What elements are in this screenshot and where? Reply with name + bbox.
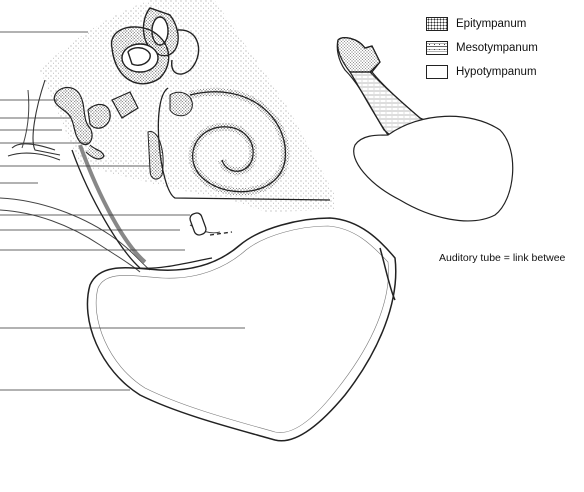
mesotympanum-swatch	[426, 41, 448, 55]
hypotympanum-swatch	[426, 65, 448, 79]
leader-lines	[0, 31, 245, 391]
legend: Epitympanum Mesotympanum Hypotympanum	[426, 12, 538, 84]
vestibule	[147, 91, 193, 180]
legend-label: Hypotympanum	[456, 66, 537, 78]
legend-item-epitympanum: Epitympanum	[426, 12, 538, 36]
auditory-tube-note: Auditory tube = link betwee	[439, 252, 566, 264]
legend-item-hypotympanum: Hypotympanum	[426, 60, 538, 84]
large-chamber	[86, 217, 397, 442]
ossicles	[53, 86, 139, 160]
legend-label: Epitympanum	[456, 18, 527, 30]
epitympanum-swatch	[426, 17, 448, 31]
tympanic-membrane	[7, 79, 61, 161]
legend-label: Mesotympanum	[456, 42, 538, 54]
semicircular-canals	[110, 7, 200, 85]
auditory-tube	[71, 144, 233, 269]
outer-skull-lines	[0, 89, 221, 273]
inset-schematic	[336, 37, 514, 222]
legend-item-mesotympanum: Mesotympanum	[426, 36, 538, 60]
